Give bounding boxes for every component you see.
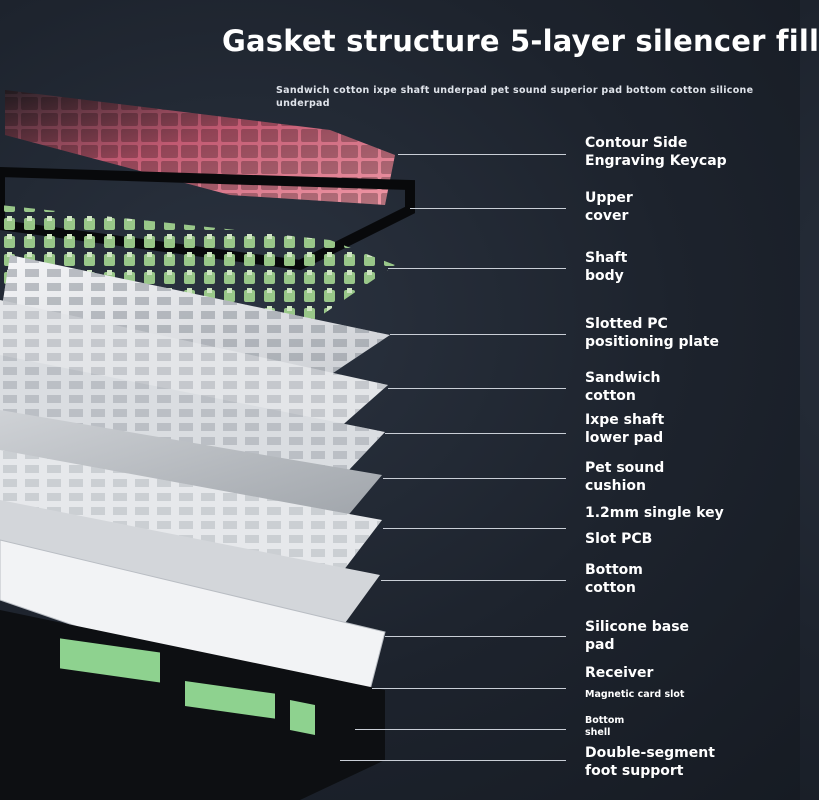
label-bottom-cotton: Bottom cotton [585, 561, 643, 597]
label-upper-cover-line1: Upper [585, 190, 633, 206]
leader-bottom-shell [355, 729, 566, 730]
label-keycap: Contour Side Engraving Keycap [585, 134, 727, 170]
label-pet-line1: Pet sound [585, 460, 665, 476]
label-magnetic: Magnetic card slot [585, 689, 684, 701]
label-sandwich: Sandwich cotton [585, 369, 661, 405]
label-bottom-cotton-line2: cotton [585, 580, 636, 596]
leader-shaft [388, 268, 566, 269]
label-foot-line1: Double-segment [585, 745, 715, 761]
leader-receiver [372, 688, 566, 689]
leader-silicone [385, 636, 566, 637]
label-upper-cover: Upper cover [585, 189, 633, 225]
label-keycap-line1: Contour Side [585, 135, 688, 151]
label-silicone-line2: pad [585, 637, 615, 653]
label-receiver: Receiver [585, 664, 653, 682]
label-single-key: 1.2mm single key [585, 504, 724, 522]
label-foot: Double-segment foot support [585, 744, 715, 780]
sandwich-cotton-layer [0, 300, 388, 445]
upper-cover-layer [0, 166, 415, 271]
label-single-key-line1: 1.2mm single key [585, 505, 724, 521]
label-bottom-shell-line1: Bottom [585, 715, 625, 726]
label-keycap-line2: Engraving Keycap [585, 153, 727, 169]
label-silicone: Silicone base pad [585, 618, 689, 654]
exploded-keyboard-illustration [0, 90, 415, 800]
label-pc-plate: Slotted PC positioning plate [585, 315, 719, 351]
leader-ixpe [385, 433, 566, 434]
leader-bottom-cotton [381, 580, 566, 581]
label-silicone-line1: Silicone base [585, 619, 690, 635]
label-bottom-cotton-line1: Bottom [585, 562, 643, 578]
leader-keycap [398, 154, 566, 155]
leader-pc-plate [390, 334, 566, 335]
page-subtitle: Sandwich cotton ixpe shaft underpad pet … [276, 85, 754, 109]
label-bottom-shell: Bottom shell [585, 715, 624, 739]
leader-upper-cover [410, 208, 566, 209]
label-ixpe: Ixpe shaft lower pad [585, 411, 664, 447]
label-sandwich-line2: cotton [585, 388, 636, 404]
bottom-shell-layer [0, 610, 385, 800]
label-sandwich-line1: Sandwich [585, 370, 661, 386]
label-shaft-line2: body [585, 268, 624, 284]
label-slot-pcb: Slot PCB [585, 530, 652, 548]
pcb-layer [0, 450, 382, 575]
leader-sandwich [388, 388, 566, 389]
ixpe-layer [0, 355, 385, 490]
label-foot-line2: foot support [585, 763, 684, 779]
pet-layer [0, 410, 382, 525]
pc-plate-layer [0, 255, 390, 395]
label-ixpe-line2: lower pad [585, 430, 664, 446]
page-title: Gasket structure 5-layer silencer fill [222, 24, 819, 58]
label-shaft-line1: Shaft [585, 250, 628, 266]
label-pc-plate-line1: Slotted PC [585, 316, 668, 332]
label-slot-pcb-line1: Slot PCB [585, 531, 653, 547]
label-magnetic-line1: Magnetic card slot [585, 689, 685, 700]
leader-pet [383, 478, 566, 479]
label-pet-line2: cushion [585, 478, 646, 494]
label-upper-cover-line2: cover [585, 208, 629, 224]
label-pc-plate-line2: positioning plate [585, 334, 719, 350]
label-pet: Pet sound cushion [585, 459, 664, 495]
label-bottom-shell-line2: shell [585, 727, 611, 738]
label-receiver-line1: Receiver [585, 665, 654, 681]
label-shaft: Shaft body [585, 249, 627, 285]
label-ixpe-line1: Ixpe shaft [585, 412, 665, 428]
keycap-layer [5, 90, 395, 205]
leader-single-key [383, 528, 566, 529]
bottom-cotton-layer [0, 500, 380, 630]
leader-foot [340, 760, 566, 761]
